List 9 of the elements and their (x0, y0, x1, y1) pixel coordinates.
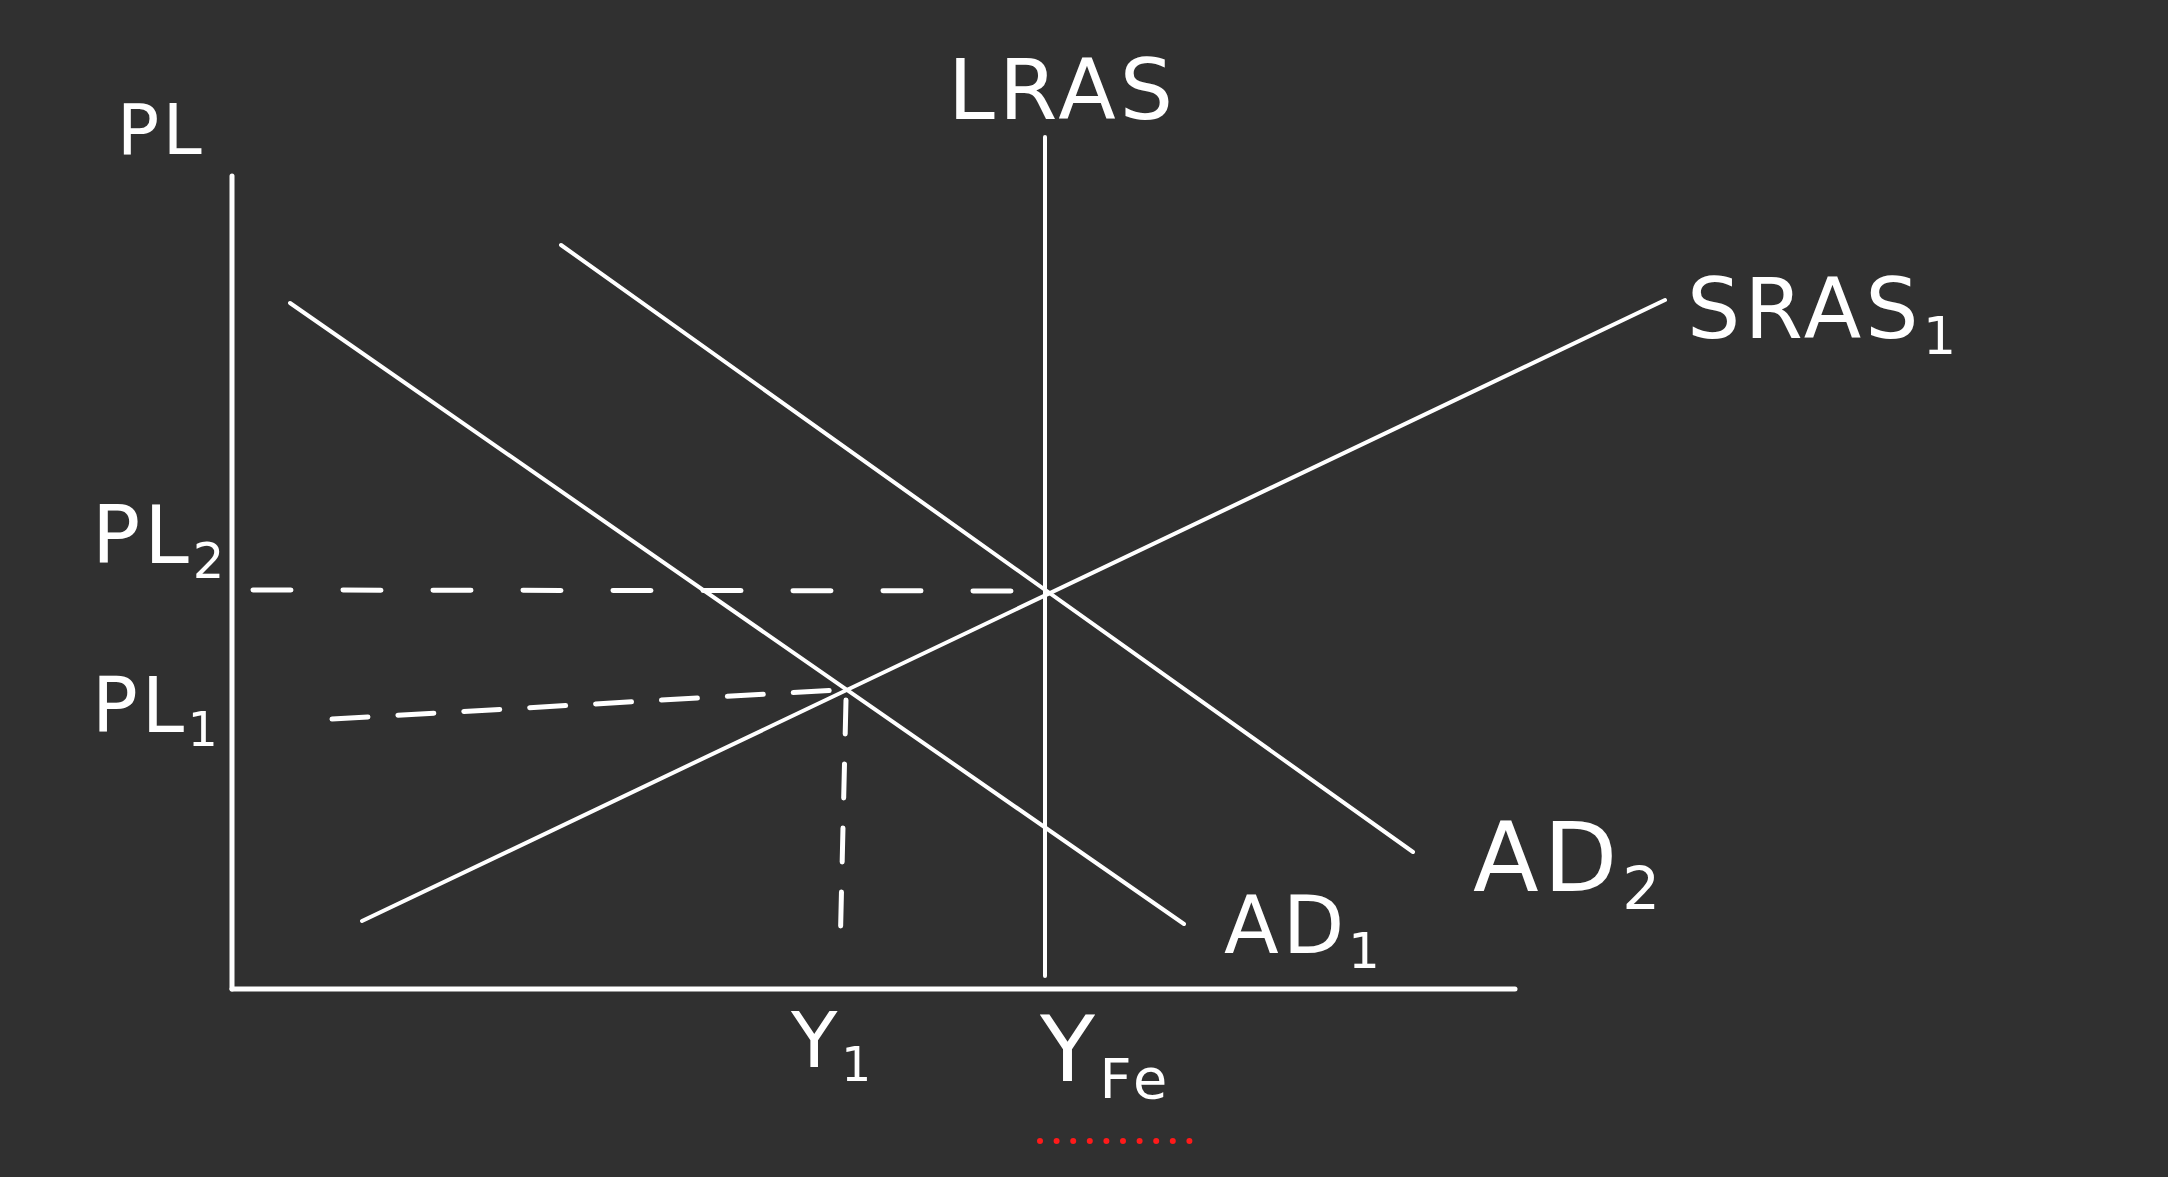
output-label: Y$_{Fe}$ (1040, 1000, 1172, 1099)
curve-label: AD$_{2}$ (1473, 806, 1665, 912)
price-level-label: PL$_{2}$ (92, 492, 229, 580)
curve-label: AD$_{1}$ (1224, 882, 1384, 970)
output-label: Y$_{1}$ (791, 999, 875, 1083)
curve-label: SRAS$_{1}$ (1687, 263, 1961, 356)
price-level-label: PL$_{1}$ (92, 664, 222, 748)
axis-label: PL (117, 92, 206, 169)
curve-label: LRAS (948, 44, 1178, 137)
